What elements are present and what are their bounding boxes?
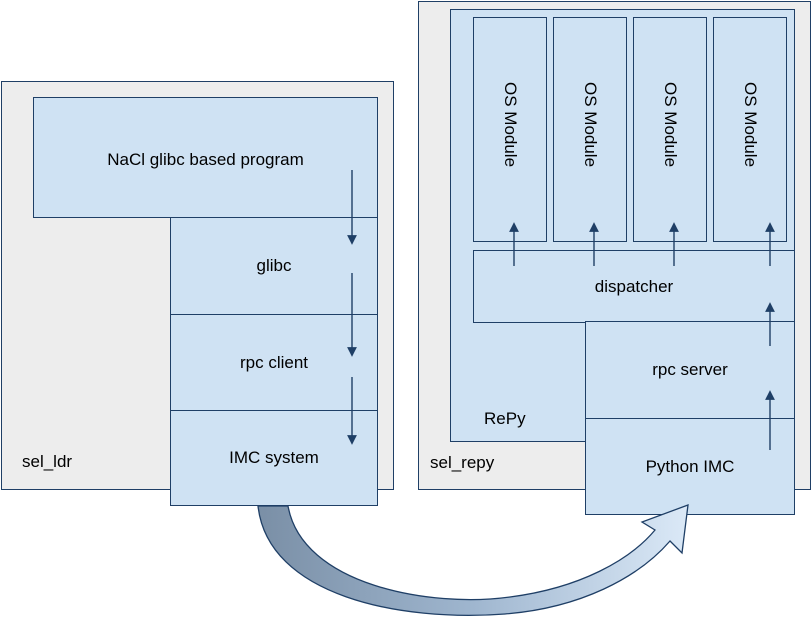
os-module-box-3: OS Module (633, 17, 707, 242)
os-module-box-2: OS Module (553, 17, 627, 242)
sel-repy-label: sel_repy (430, 453, 495, 472)
python-imc-label: Python IMC (645, 456, 735, 476)
rpc-server-label: rpc server (652, 360, 728, 379)
os-module-box-1: OS Module (473, 17, 547, 242)
sel-ldr-label: sel_ldr (22, 452, 73, 471)
imc-system-box: IMC system (170, 410, 378, 506)
imc-to-python-curved-arrow (257, 504, 689, 617)
python-imc-box: Python IMC (585, 418, 795, 515)
glibc-label: glibc (256, 256, 292, 275)
os-module-label-3: OS Module (661, 82, 680, 168)
rpc-client-box: rpc client (170, 314, 378, 411)
rpc-client-label: rpc client (239, 352, 309, 372)
os-module-label-2: OS Module (581, 82, 600, 168)
nacl-program-label: NaCl glibc based program (107, 149, 304, 169)
imc-system-label: IMC system (229, 448, 319, 467)
os-module-box-4: OS Module (713, 17, 787, 242)
rpc-server-box: rpc server (585, 321, 795, 419)
repy-label: RePy (484, 409, 526, 428)
os-module-label-1: OS Module (501, 82, 520, 168)
dispatcher-box: dispatcher (473, 250, 795, 323)
dispatcher-label: dispatcher (594, 276, 674, 296)
nacl-program-box: NaCl glibc based program (33, 97, 378, 218)
os-module-label-4: OS Module (741, 82, 760, 168)
glibc-box: glibc (170, 217, 378, 315)
